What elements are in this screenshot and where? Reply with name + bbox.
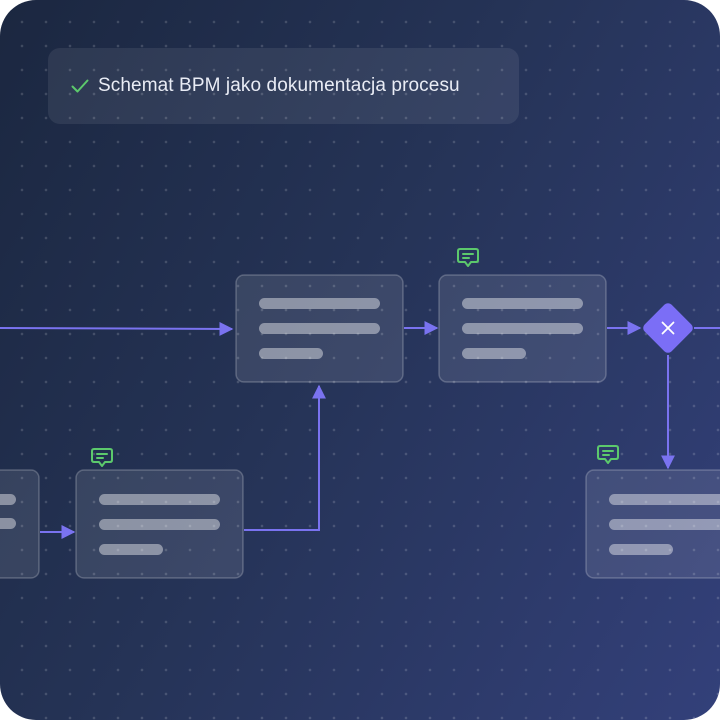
text-placeholder-line bbox=[609, 494, 720, 505]
flow-incoming-to-task-c[interactable] bbox=[0, 321, 234, 336]
header-card: Schemat BPM jako dokumentacja procesu bbox=[48, 48, 519, 124]
text-placeholder-line bbox=[609, 544, 673, 555]
text-placeholder-line bbox=[462, 298, 583, 309]
exclusive-gateway[interactable] bbox=[641, 301, 695, 355]
task-node[interactable] bbox=[438, 274, 607, 383]
text-placeholder-line bbox=[99, 494, 220, 505]
flows bbox=[0, 321, 720, 539]
text-placeholder-line bbox=[462, 348, 526, 359]
text-placeholder-line bbox=[462, 323, 583, 334]
text-placeholder-line bbox=[99, 544, 163, 555]
text-placeholder-line bbox=[0, 494, 16, 505]
flow-task-b-to-task-c[interactable] bbox=[244, 384, 326, 531]
text-placeholder-line bbox=[0, 518, 16, 529]
page-title: Schemat BPM jako dokumentacja procesu bbox=[98, 75, 460, 96]
task-node[interactable] bbox=[235, 274, 404, 383]
check-icon bbox=[70, 76, 90, 96]
text-placeholder-line bbox=[259, 348, 323, 359]
text-placeholder-line bbox=[99, 519, 220, 530]
task-node[interactable] bbox=[75, 469, 244, 579]
text-placeholder-line bbox=[609, 519, 720, 530]
text-placeholder-line bbox=[259, 298, 380, 309]
comment-icon[interactable] bbox=[457, 248, 479, 267]
text-placeholder-line bbox=[259, 323, 380, 334]
task-node[interactable] bbox=[0, 469, 40, 579]
close-x-icon bbox=[661, 321, 675, 335]
task-node[interactable] bbox=[585, 469, 720, 579]
comment-icon[interactable] bbox=[597, 445, 619, 464]
comment-icon[interactable] bbox=[91, 448, 113, 467]
